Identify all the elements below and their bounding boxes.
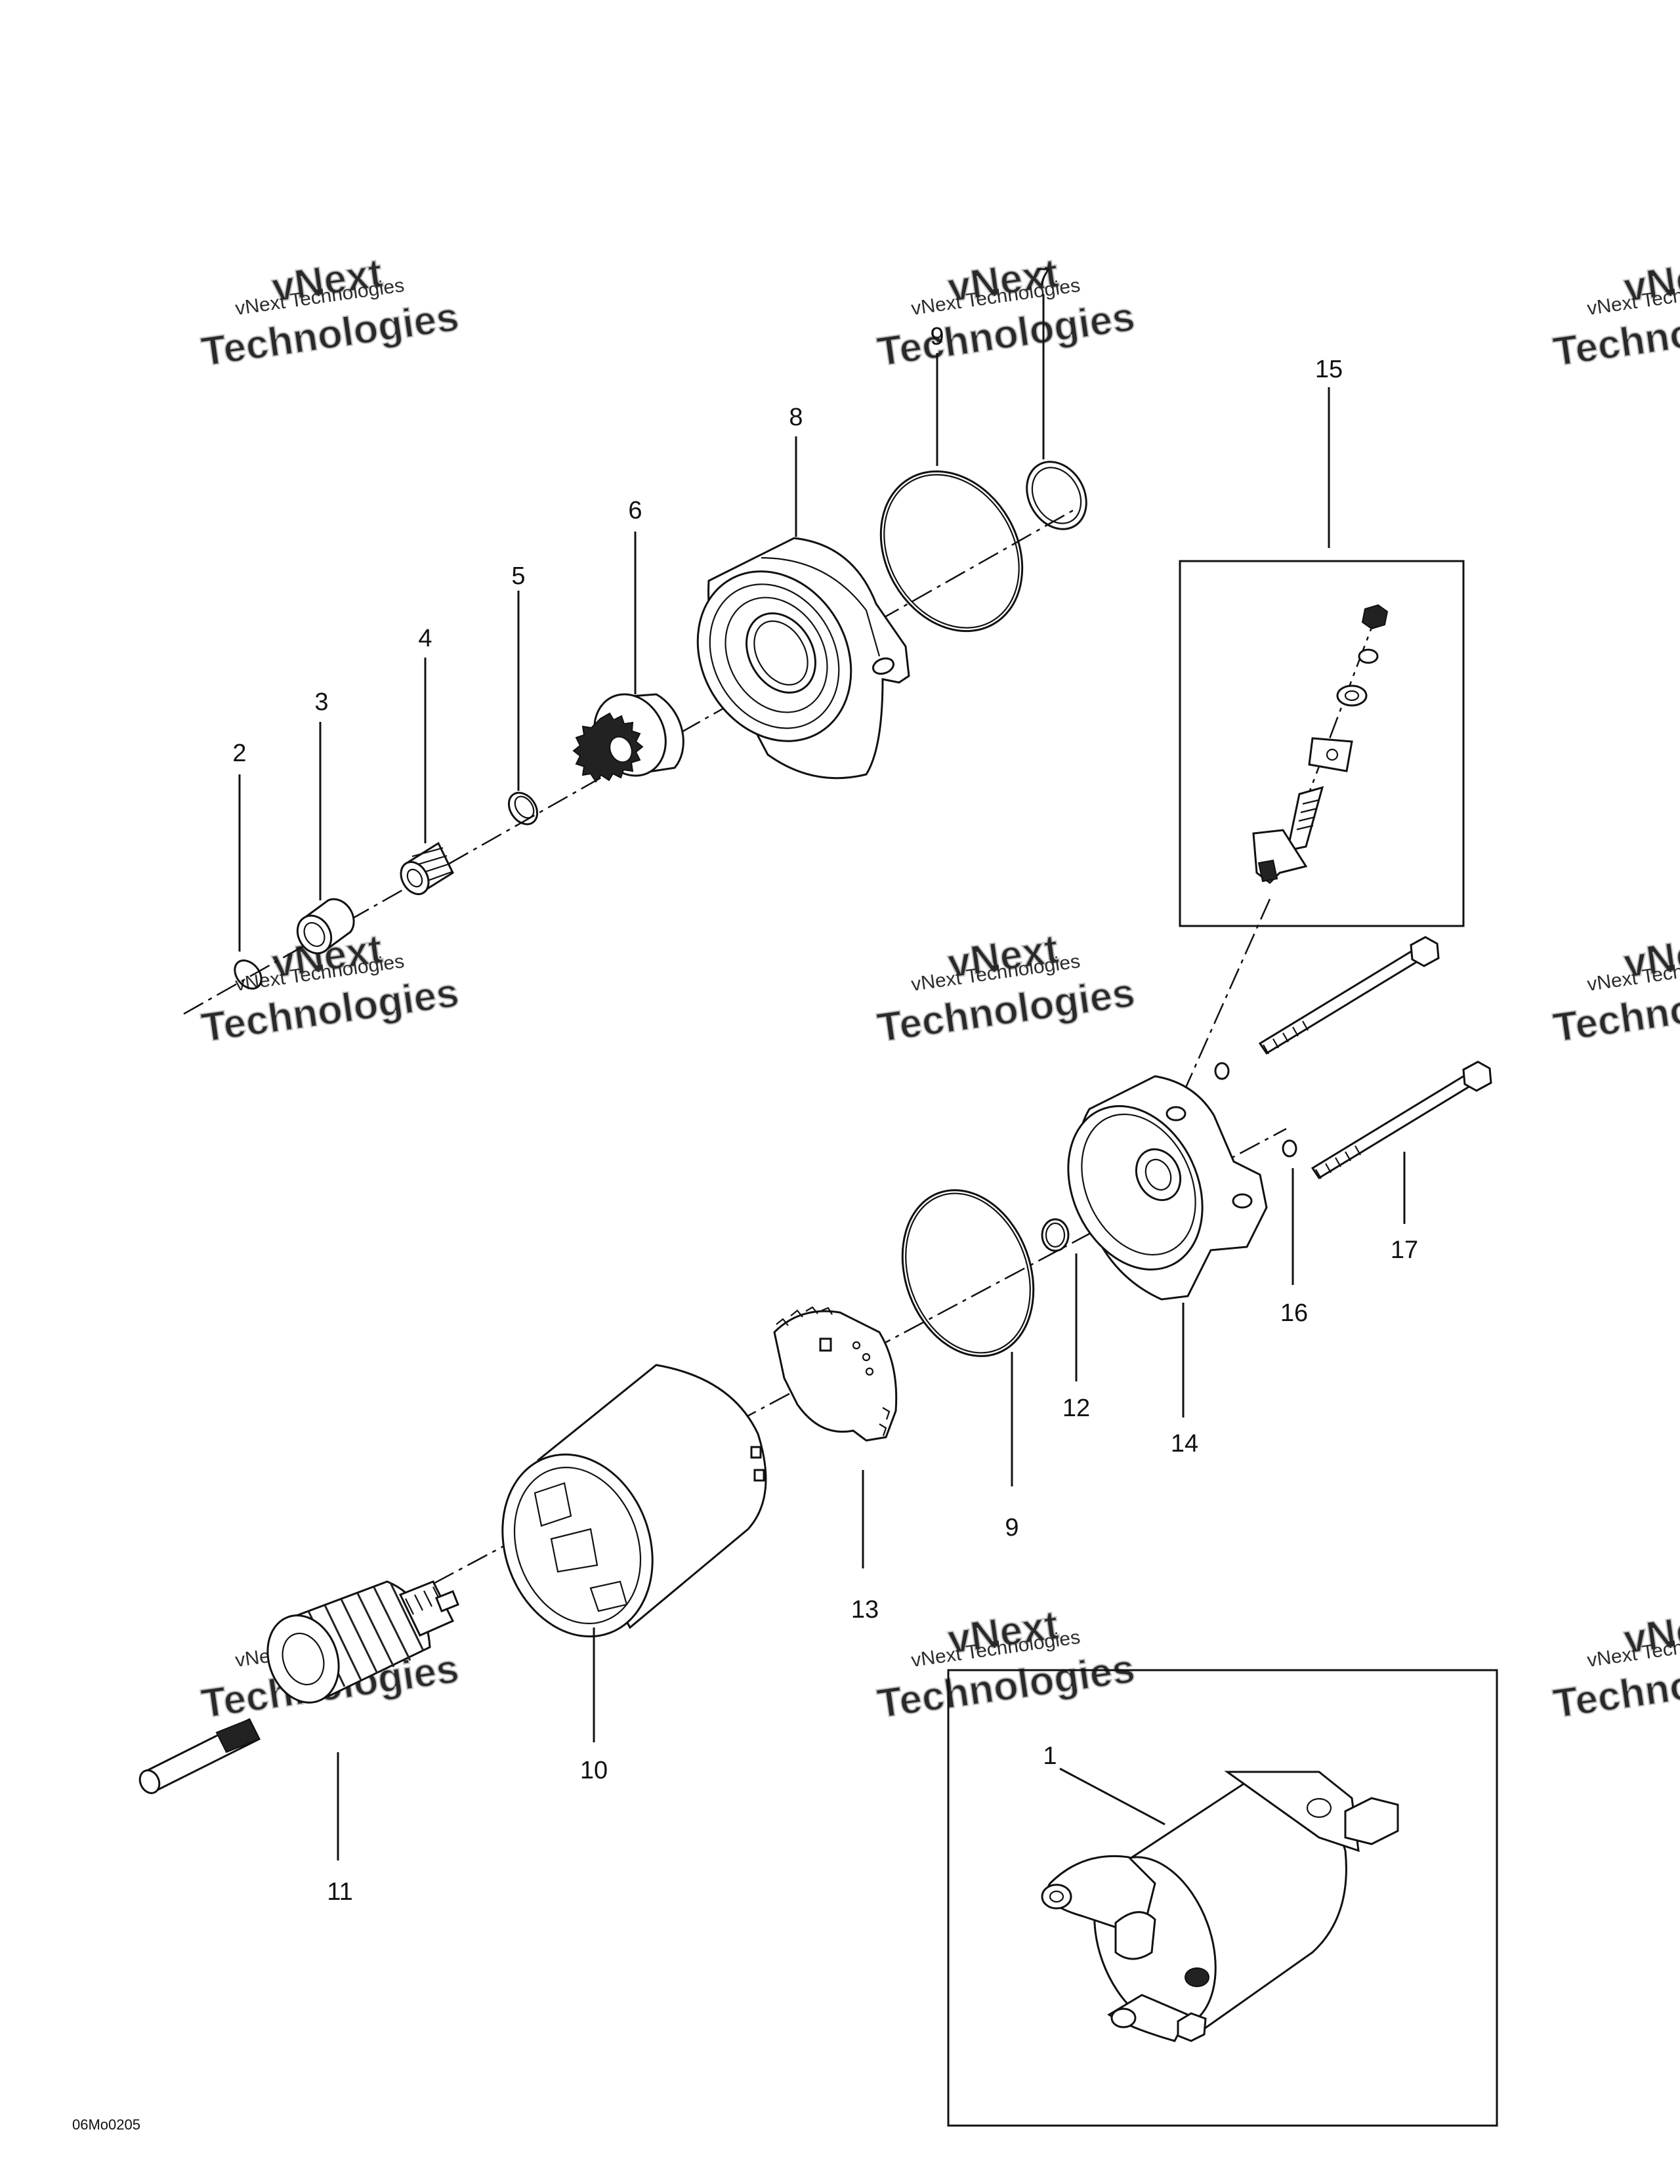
complete-starter-part-1 bbox=[1041, 1771, 1399, 2042]
callout-leader-lines bbox=[238, 294, 1406, 1860]
small-o-ring-part-12 bbox=[1041, 1218, 1070, 1252]
callout-7: 7 bbox=[1036, 264, 1050, 291]
o-ring-lower-part-9 bbox=[901, 1189, 1035, 1357]
callout-14: 14 bbox=[1171, 1430, 1198, 1458]
callout-5: 5 bbox=[511, 562, 525, 590]
callout-13: 13 bbox=[851, 1596, 879, 1624]
yoke-part-10 bbox=[501, 1364, 767, 1638]
retaining-ring-part-2 bbox=[234, 959, 262, 990]
armature-part-11 bbox=[138, 1580, 459, 1794]
callout-15: 15 bbox=[1315, 356, 1343, 383]
callout-labels: 1 2 3 4 5 6 7 8 9 9 10 11 12 13 14 15 16… bbox=[232, 264, 1418, 1906]
brush-holder-hardware-part-15 bbox=[1252, 604, 1389, 884]
brush-plate-part-13 bbox=[773, 1306, 898, 1442]
callout-4: 4 bbox=[418, 625, 432, 652]
callout-17: 17 bbox=[1391, 1236, 1418, 1264]
watermark: vNext vNext Technologies Technologies vN… bbox=[198, 250, 1680, 1728]
drive-housing-part-8 bbox=[696, 537, 910, 780]
callout-3: 3 bbox=[314, 688, 328, 716]
callout-11: 11 bbox=[327, 1878, 352, 1906]
callout-9-lower: 9 bbox=[1005, 1514, 1018, 1542]
o-ring-upper-part-9 bbox=[879, 470, 1024, 633]
inset-leader-axis bbox=[1173, 898, 1271, 1113]
end-housing-part-14 bbox=[1067, 1075, 1268, 1301]
washer-part-5 bbox=[507, 791, 539, 826]
callout-16: 16 bbox=[1280, 1299, 1308, 1327]
ring-part-7 bbox=[1026, 461, 1087, 530]
callout-1: 1 bbox=[1043, 1742, 1057, 1770]
callout-6: 6 bbox=[628, 497, 642, 524]
washers-part-16 bbox=[1214, 1062, 1297, 1158]
brush-holder-inset-box bbox=[1179, 560, 1465, 927]
drawing-code: 06Mo0205 bbox=[72, 2116, 140, 2133]
complete-starter-inset-box bbox=[947, 1669, 1498, 2127]
callout-12: 12 bbox=[1062, 1395, 1090, 1422]
pinion-gear-part-6 bbox=[572, 693, 684, 783]
stop-collar-part-3 bbox=[296, 898, 355, 955]
callout-10: 10 bbox=[580, 1757, 608, 1784]
callout-2: 2 bbox=[232, 740, 246, 767]
callout-8: 8 bbox=[789, 404, 803, 431]
through-bolts-part-17 bbox=[1258, 936, 1492, 1180]
spring-part-4 bbox=[400, 841, 454, 895]
callout-9-upper: 9 bbox=[930, 323, 944, 350]
